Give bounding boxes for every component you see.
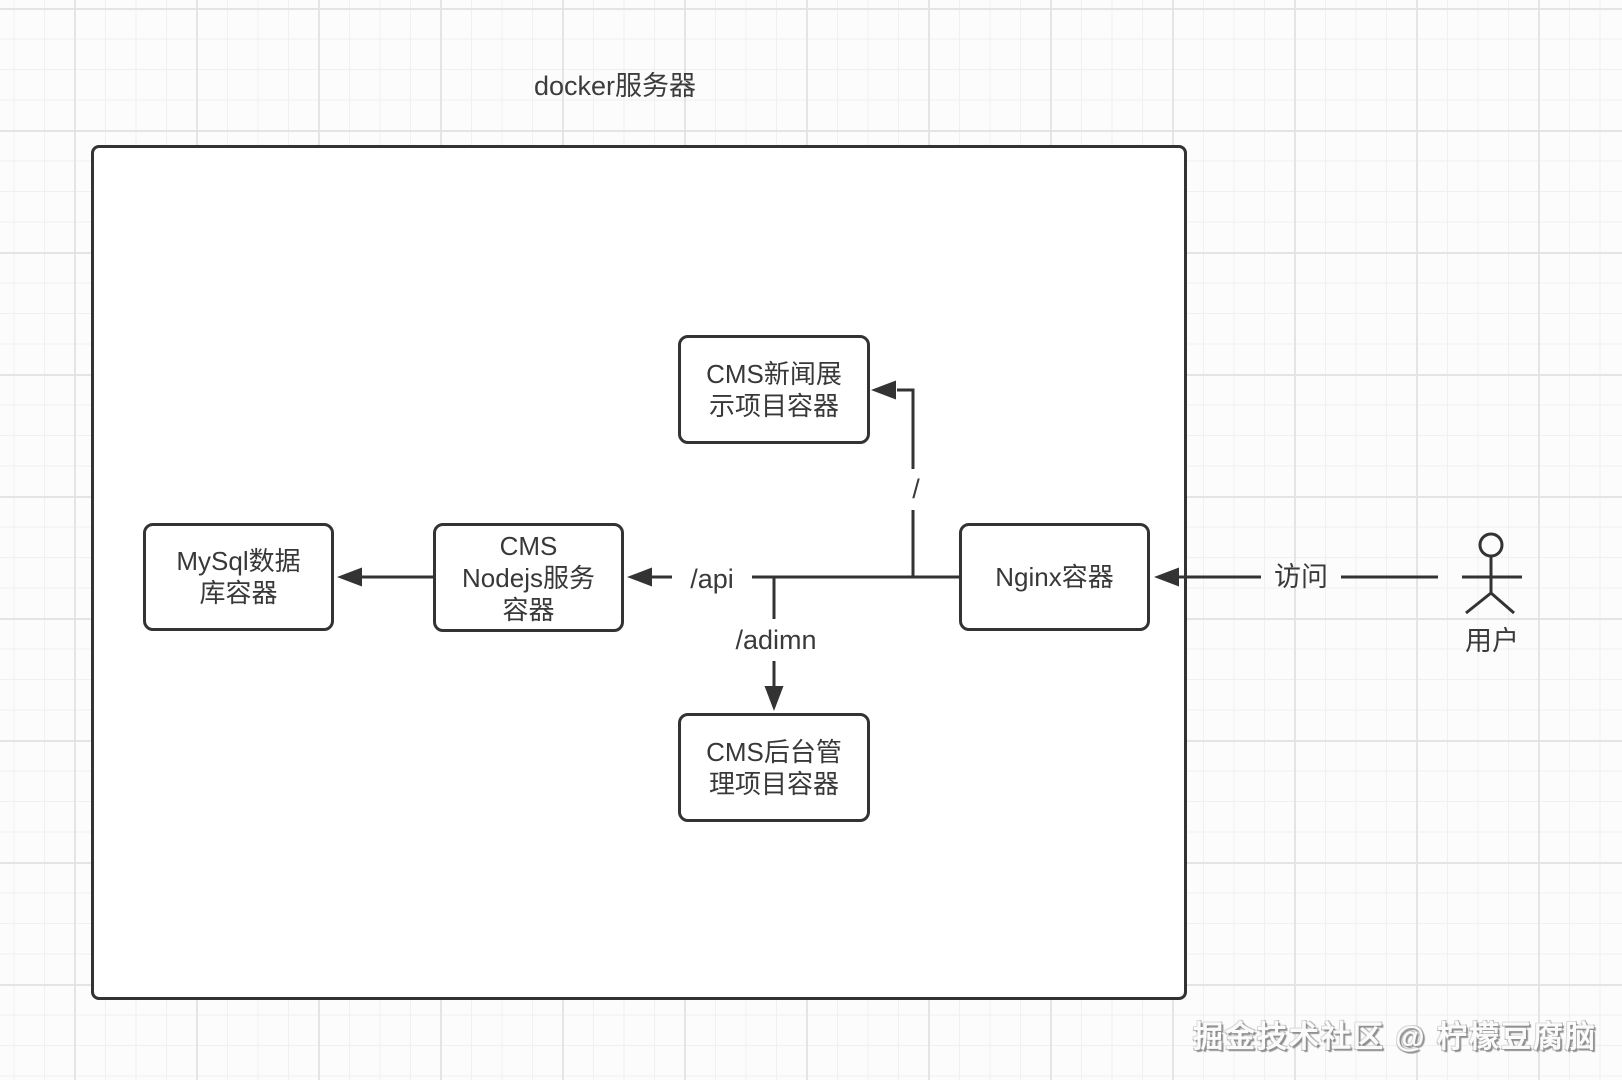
arrowhead-down-icon [764,686,784,711]
diagram-title: docker服务器 [533,71,697,101]
edge-nginx-to-admin [764,577,784,711]
node-cms-news-container: CMS新闻展 示项目容器 [678,335,870,444]
edge-line [897,388,915,577]
node-label-line: 示项目容器 [708,390,839,421]
edge-label-api-route: /api [690,564,734,594]
edge-nginx-to-nodejs [627,567,959,587]
arrowhead-left-icon [871,380,896,400]
node-mysql-container: MySql数据 库容器 [143,523,334,631]
actor-label: 用户 [1465,626,1519,656]
user-actor-icon [1462,532,1522,615]
node-label-line: CMS后台管 [706,736,842,767]
node-label-line: Nodejs服务 [462,562,595,593]
node-label-line: 容器 [502,594,555,625]
node-label-line: MySql数据 [176,546,301,576]
edge-label-admin-route: /adimn [735,625,817,655]
arrowhead-left-icon [337,567,362,587]
edge-label-root-route: / [912,474,920,504]
node-cms-admin-container: CMS后台管 理项目容器 [678,713,870,822]
actor-legs [1465,591,1515,615]
edge-label-visit: 访问 [1274,562,1328,592]
node-label-line: CMS [499,530,558,561]
node-cms-nodejs-container: CMS Nodejs服务 容器 [433,523,624,632]
node-label-line: 库容器 [199,578,278,608]
watermark: 掘金技术社区 @ 柠檬豆腐脑 [1193,1021,1597,1054]
arrowhead-left-icon [1154,567,1179,587]
node-label-line: CMS新闻展 [706,358,842,389]
arrowhead-left-icon [627,567,652,587]
node-nginx-container: Nginx容器 [959,523,1150,631]
edge-nginx-to-news [871,380,915,577]
actor-head [1478,532,1504,558]
node-label-line: Nginx容器 [995,562,1114,592]
edge-user-to-nginx [1154,567,1438,587]
edge-nodejs-to-mysql [337,567,433,587]
node-label-line: 理项目容器 [708,768,839,799]
